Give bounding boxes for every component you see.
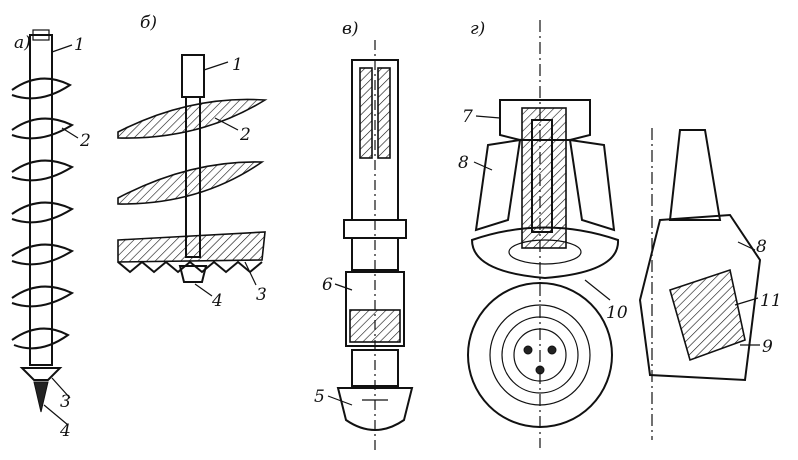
bit-leg-right bbox=[568, 138, 616, 232]
auger-top-cap bbox=[32, 29, 50, 41]
bit-center-channel bbox=[531, 119, 553, 233]
panel-a-letter: а) bbox=[14, 33, 31, 53]
flight-upper bbox=[117, 98, 268, 139]
leader-a2 bbox=[61, 127, 79, 139]
panel-a-label-2: 2 bbox=[79, 131, 91, 151]
bit-nozzle-2 bbox=[547, 345, 557, 355]
flight-auger-coupling bbox=[181, 54, 205, 98]
panel-a-label-3: 3 bbox=[60, 392, 71, 412]
barrel-crown bbox=[336, 387, 414, 431]
panel-b-flight-auger bbox=[117, 54, 268, 297]
panel-g-label-11: 11 bbox=[760, 291, 782, 311]
panel-g-label-7: 7 bbox=[462, 107, 473, 127]
bit-leg-left bbox=[474, 138, 522, 232]
panel-g-label-8-left: 8 bbox=[458, 153, 469, 173]
leader-g8-left bbox=[473, 161, 493, 171]
barrel-upper-hatch-right bbox=[377, 67, 391, 159]
auger-pilot-bit bbox=[33, 381, 49, 413]
panel-b-label-3: 3 bbox=[256, 285, 267, 305]
panel-b-label-1: 1 bbox=[232, 55, 243, 75]
panel-g-letter: г) bbox=[470, 19, 485, 39]
leader-a3 bbox=[51, 377, 71, 399]
leader-g7 bbox=[475, 115, 501, 119]
bit-nozzle-1 bbox=[523, 345, 533, 355]
leader-g10 bbox=[584, 279, 611, 301]
leader-a1 bbox=[51, 44, 73, 53]
leader-b2 bbox=[214, 117, 239, 131]
leader-a4 bbox=[43, 404, 69, 426]
panel-g-roller-bit bbox=[467, 20, 762, 448]
leader-b4 bbox=[194, 283, 213, 297]
leader-v6 bbox=[334, 283, 353, 291]
panel-b-letter: б) bbox=[140, 13, 157, 33]
side-view-body bbox=[668, 129, 722, 221]
flight-auger-pilot bbox=[178, 265, 208, 283]
panel-b-label-2: 2 bbox=[239, 125, 251, 145]
panel-a-auger bbox=[11, 29, 79, 426]
bit-cones bbox=[470, 226, 620, 280]
leader-g11 bbox=[734, 297, 759, 306]
panel-v-letter: в) bbox=[342, 19, 359, 39]
panel-a-label-4: 4 bbox=[59, 421, 71, 441]
auger-shaft bbox=[29, 34, 53, 366]
auger-spiral bbox=[11, 77, 75, 350]
panel-g-label-10: 10 bbox=[606, 303, 628, 323]
panel-v-core-barrel bbox=[327, 40, 414, 450]
side-view-leg bbox=[638, 213, 762, 382]
leader-g8-right bbox=[737, 241, 756, 251]
panel-v-label-6: 6 bbox=[322, 275, 333, 295]
auger-cutter bbox=[19, 367, 63, 381]
flight-bottom-cutter bbox=[117, 231, 266, 263]
leader-b3 bbox=[244, 261, 257, 286]
panel-g-label-9: 9 bbox=[762, 337, 773, 357]
panel-b-label-4: 4 bbox=[211, 291, 223, 311]
bit-body-section bbox=[521, 107, 567, 249]
bit-cone-ring bbox=[508, 239, 582, 265]
panel-a-label-1: 1 bbox=[74, 35, 85, 55]
side-view-cone-section bbox=[669, 268, 746, 362]
leader-v5 bbox=[327, 395, 353, 406]
panel-g-label-8-right: 8 bbox=[756, 237, 767, 257]
cutter-teeth bbox=[117, 260, 263, 274]
barrel-upper-hatch-left bbox=[359, 67, 373, 159]
panel-v-label-5: 5 bbox=[314, 387, 325, 407]
leader-b1 bbox=[203, 61, 229, 71]
flight-middle bbox=[117, 161, 265, 205]
